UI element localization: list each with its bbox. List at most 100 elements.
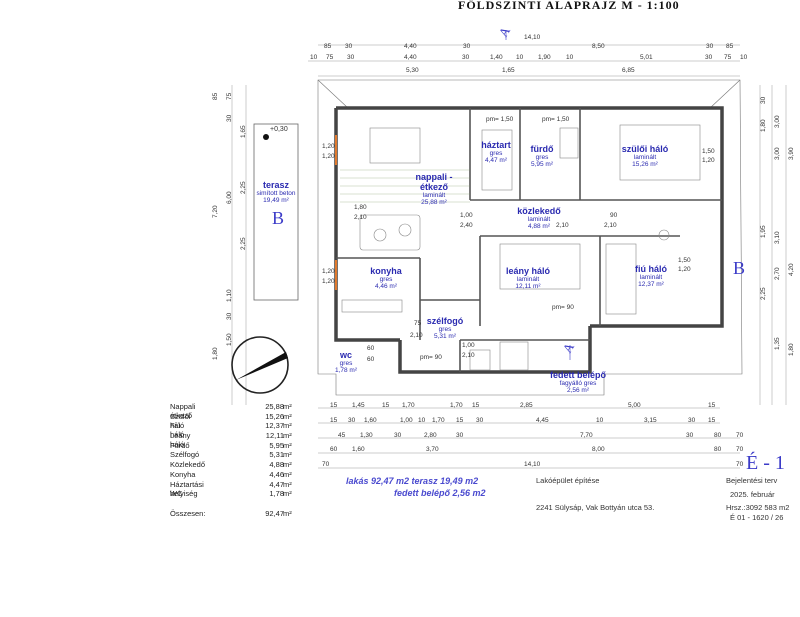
dim-top-r1: 30 xyxy=(706,43,714,50)
dim-left: 7,20 xyxy=(212,205,219,218)
project-address: 2241 Sülysáp, Vak Bottyán utca 53. xyxy=(536,503,655,512)
inner-dim: 60 xyxy=(367,356,375,363)
dim-bottom-r2: 1,60 xyxy=(364,417,377,424)
dim-bottom-r2: 30 xyxy=(348,417,356,424)
room-szelfogo: szélfogó gres 5,31 m² xyxy=(426,316,464,340)
sheet-number: É - 1 xyxy=(746,452,785,474)
room-haztart: háztart gres 4,47 m² xyxy=(481,140,511,164)
inner-dim: 90 xyxy=(610,212,618,219)
room-furdo: fürdő gres 5,95 m² xyxy=(530,144,554,168)
dim-top-r2: 10 xyxy=(310,54,318,61)
hrsz: Hrsz.:3092 583 m2 xyxy=(726,503,790,512)
dim-left: 2,25 xyxy=(240,237,247,250)
dim-bottom-r4: 8,00 xyxy=(592,446,605,453)
dim-top-r2: 30 xyxy=(705,54,713,61)
dim-bottom-r3: 30 xyxy=(686,432,694,439)
dim-right: 1,80 xyxy=(788,343,795,356)
dim-bottom-r2: 1,70 xyxy=(432,417,445,424)
inner-dim: 2,10 xyxy=(604,222,617,229)
dim-right: 3,00 xyxy=(774,115,781,128)
inner-dim: 2,40 xyxy=(460,222,473,229)
inner-dim: pm= 1,50 xyxy=(542,116,570,123)
dim-right: 3,00 xyxy=(774,147,781,160)
dim-bottom-r1: 15 xyxy=(472,402,480,409)
dim-top-r2: 30 xyxy=(347,54,355,61)
dim-bottom-r1: 1,45 xyxy=(352,402,365,409)
dim-bottom-r1: 5,00 xyxy=(628,402,641,409)
dim-left: 1,65 xyxy=(240,125,247,138)
dim-top-r2: 75 xyxy=(724,54,732,61)
inner-dim: 1,20 xyxy=(322,143,335,150)
dim-bottom-r3: 30 xyxy=(456,432,464,439)
dim-bottom-r3: 45 xyxy=(338,432,346,439)
inner-dim: pm= 1,50 xyxy=(486,116,514,123)
dim-bottom-r1: 15 xyxy=(382,402,390,409)
dim-bottom-r1: 1,70 xyxy=(450,402,463,409)
dim-bottom-r2: 30 xyxy=(476,417,484,424)
dim-right: 2,25 xyxy=(760,287,767,300)
dim-top-r1: 8,50 xyxy=(592,43,605,50)
dim-top-r2: 10 xyxy=(740,54,748,61)
dim-left: 1,10 xyxy=(226,289,233,302)
dim-left: 6,00 xyxy=(226,191,233,204)
dim-bottom-r3: 30 xyxy=(394,432,402,439)
dim-right: 3,90 xyxy=(788,147,795,160)
room-fedett-belepo: fedett belépő fagyálló gres 2,56 m² xyxy=(549,370,606,394)
dim-bottom-r2: 1,00 xyxy=(400,417,413,424)
dim-bottom-r1: 15 xyxy=(708,402,716,409)
dim-right: 1,80 xyxy=(760,119,767,132)
dim-bottom-r4: 80 xyxy=(714,446,722,453)
inner-dim: 2,10 xyxy=(410,332,423,339)
dim-right: 30 xyxy=(760,96,767,104)
dim-bottom-overall-left: 70 xyxy=(322,461,330,468)
summary-line-2: fedett belépő 2,56 m2 xyxy=(394,488,486,498)
inner-dim: 1,00 xyxy=(460,212,473,219)
inner-dim: 1,80 xyxy=(354,204,367,211)
dim-left: 1,50 xyxy=(226,333,233,346)
inner-dim: 1,50 xyxy=(702,148,715,155)
room-leany-halo: leány háló laminált 12,11 m² xyxy=(505,266,550,290)
inner-dim: pm= 90 xyxy=(420,354,442,361)
dim-right: 4,20 xyxy=(788,263,795,276)
room-nappali: nappali - étkező laminált 25,88 m² xyxy=(415,172,453,206)
room-kozlekedo: közlekedő laminált 4,88 m² xyxy=(517,206,561,230)
inner-dim: 2,10 xyxy=(556,222,569,229)
dim-top-r1: 85 xyxy=(726,43,734,50)
level-label: +0,30 xyxy=(270,126,288,133)
dim-bottom-r1: 1,70 xyxy=(402,402,415,409)
dim-bottom-r2: 15 xyxy=(708,417,716,424)
room-konyha: konyha gres 4,46 m² xyxy=(370,266,402,290)
dim-top-r2: 10 xyxy=(566,54,574,61)
dim-bottom-r4: 3,70 xyxy=(426,446,439,453)
dim-right: 2,70 xyxy=(774,267,781,280)
inner-dim: 1,20 xyxy=(322,153,335,160)
inner-dim: 1,20 xyxy=(702,157,715,164)
dim-bottom-r3: 2,80 xyxy=(424,432,437,439)
plan-date: 2025. február xyxy=(730,490,775,499)
inner-dim: 2,10 xyxy=(462,352,475,359)
dim-top-r1: 4,40 xyxy=(404,43,417,50)
inner-dim: 1,00 xyxy=(462,342,475,349)
dim-bottom-r2: 15 xyxy=(456,417,464,424)
inner-dim: 1,50 xyxy=(678,257,691,264)
inner-dim: 1,20 xyxy=(322,278,335,285)
dim-right: 1,35 xyxy=(774,337,781,350)
dim-bottom-r3: 70 xyxy=(736,432,744,439)
room-terasz: terasz simított beton 19,49 m² xyxy=(256,180,296,204)
drawing-title: FÖLDSZINTI ALAPRAJZ M - 1:100 xyxy=(458,0,680,12)
dim-bottom-overall: 14,10 xyxy=(524,461,541,468)
dim-bottom-r2: 15 xyxy=(330,417,338,424)
dim-top-r2: 5,01 xyxy=(640,54,653,61)
dim-right: 1,95 xyxy=(760,225,767,238)
dim-bottom-r2: 10 xyxy=(418,417,426,424)
dim-left: 75 xyxy=(226,92,233,100)
room-wc: wc gres 1,78 m² xyxy=(334,350,358,374)
inner-dim: 1,20 xyxy=(322,268,335,275)
room-fiu-halo: fiú háló laminált 12,37 m² xyxy=(635,264,667,288)
dim-left: 2,25 xyxy=(240,181,247,194)
dim-top-r2: 4,40 xyxy=(404,54,417,61)
inner-dim: 60 xyxy=(367,345,375,352)
inner-dim: pm= 90 xyxy=(552,304,574,311)
plan-type: Bejelentési terv xyxy=(726,476,778,485)
